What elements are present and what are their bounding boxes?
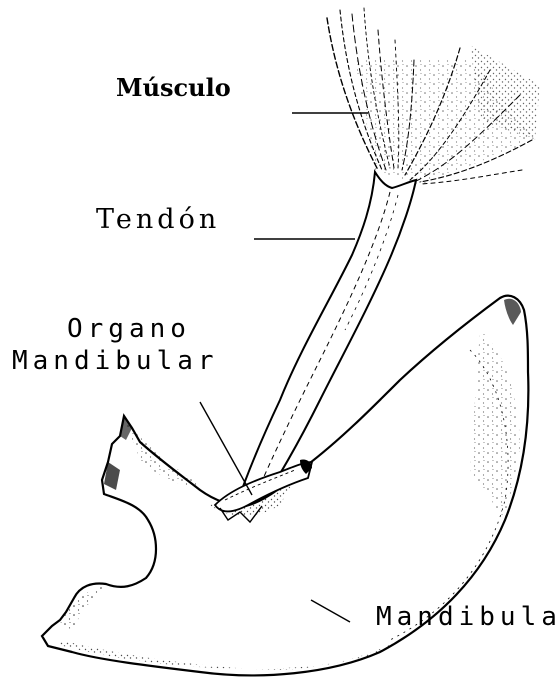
organo-mandibular-label-line2: Mandibular [12,348,219,374]
tendon-label: Tendón [96,206,220,233]
mandibula-label: Mandibula [376,604,556,630]
musculo-label: Músculo [116,76,231,100]
organo-leader-line [200,402,252,495]
muscle-stipple [355,45,540,185]
organo-mandibular-label-line1: Organo [67,316,191,342]
